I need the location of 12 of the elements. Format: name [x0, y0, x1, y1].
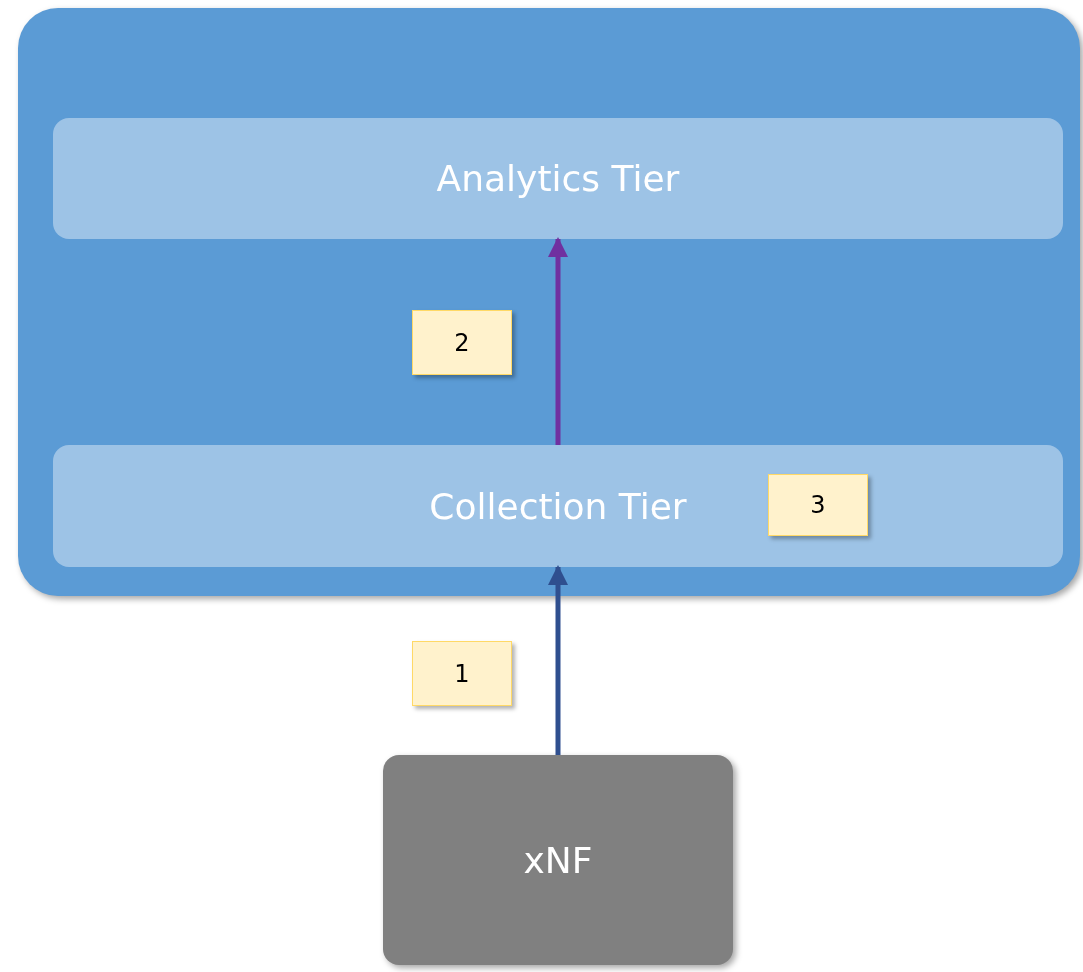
node-label: Analytics Tier: [436, 158, 680, 199]
arrow: [548, 565, 568, 755]
callout-number: 3: [768, 474, 868, 536]
network-function-box: [383, 755, 733, 965]
arrow: [548, 237, 568, 445]
callout-number: 1: [412, 641, 512, 706]
tier-box: [53, 445, 1063, 567]
node-label: xNF: [523, 839, 593, 881]
node-label: Collection Tier: [429, 485, 687, 527]
container-panel: [18, 8, 1080, 596]
callout-number: 2: [412, 310, 512, 375]
tier-box: [53, 118, 1063, 239]
